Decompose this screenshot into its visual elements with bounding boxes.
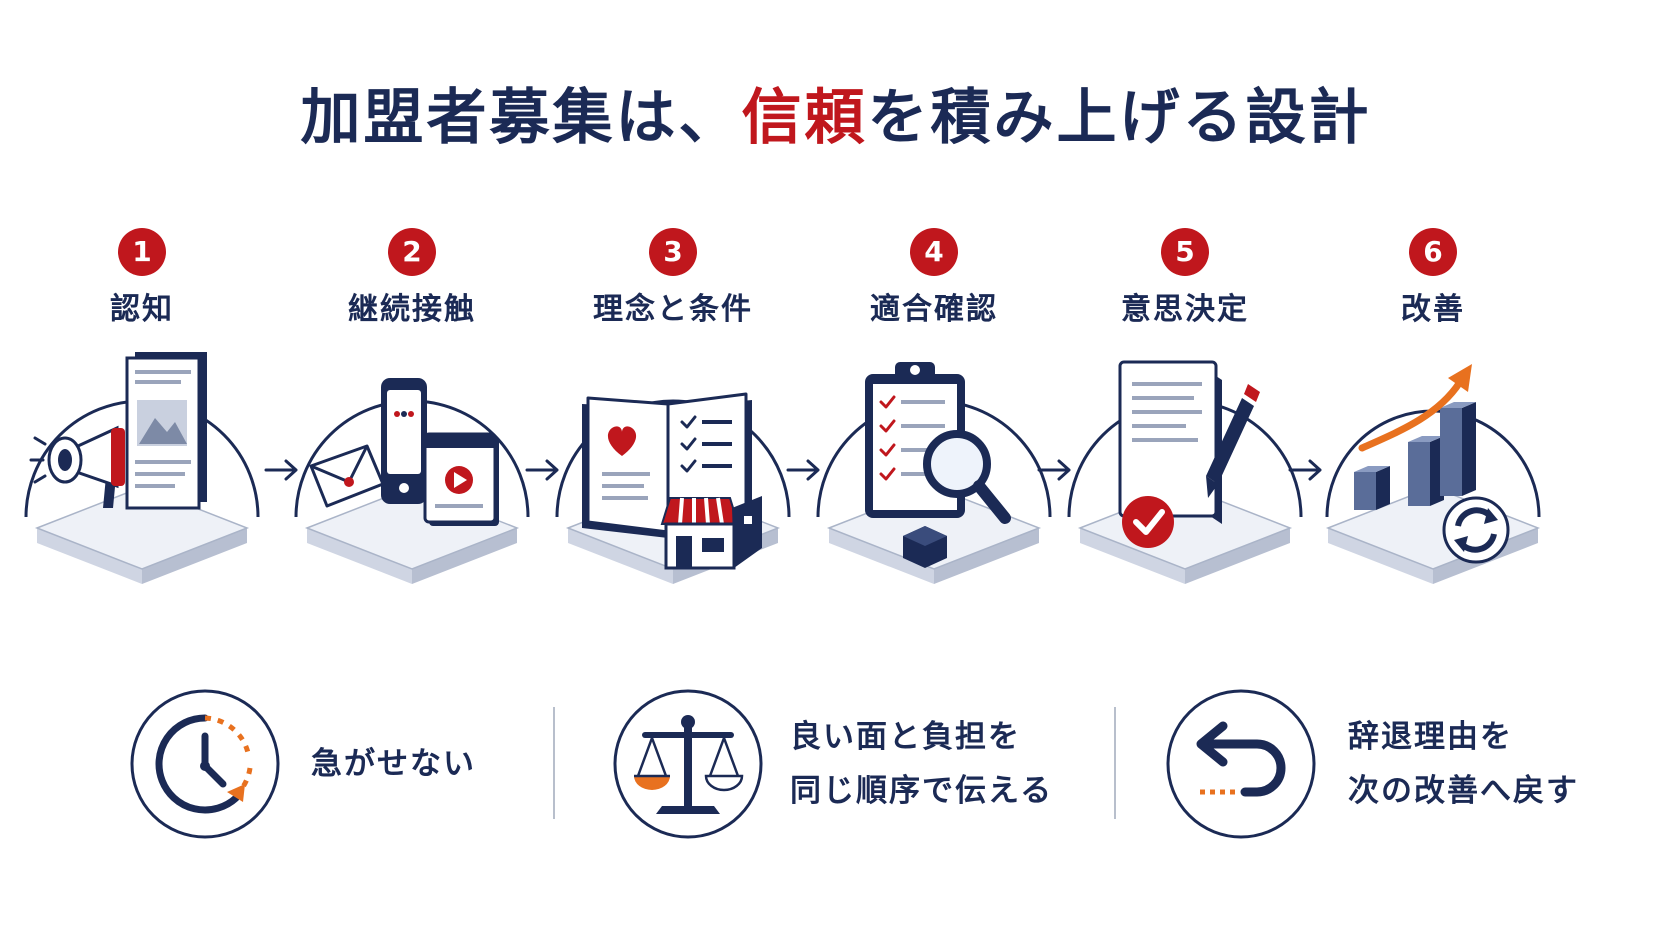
step-label: 意思決定 bbox=[1121, 292, 1249, 327]
principle-no-rush: 急がせない bbox=[129, 688, 489, 848]
title-accent: 信頼 bbox=[741, 83, 868, 153]
principle-text: 良い面と負担を 同じ順序で伝える bbox=[790, 688, 1053, 840]
principle-text: 辞退理由を 次の改善へ戻す bbox=[1348, 688, 1579, 840]
open-book-store-icon bbox=[555, 392, 791, 584]
principle-line: 良い面と負担を bbox=[790, 719, 1021, 755]
flow-arrow-icon bbox=[264, 459, 298, 481]
title-suffix: を積み上げる設計 bbox=[867, 83, 1372, 153]
principle-line: 次の改善へ戻す bbox=[1348, 773, 1579, 809]
step-number-badge: 1 bbox=[118, 228, 166, 276]
flow-arrow-icon bbox=[1288, 459, 1322, 481]
step-number-badge: 2 bbox=[388, 228, 436, 276]
step-number-badge: 5 bbox=[1161, 228, 1209, 276]
principle-text: 急がせない bbox=[311, 688, 476, 840]
title-prefix: 加盟者募集は、 bbox=[300, 83, 742, 153]
megaphone-poster-icon bbox=[24, 352, 260, 584]
principle-line: 急がせない bbox=[311, 746, 476, 782]
step-label: 理念と条件 bbox=[593, 292, 753, 327]
principle-line: 同じ順序で伝える bbox=[790, 773, 1054, 809]
multichannel-contact-icon bbox=[294, 378, 530, 584]
principle-line: 辞退理由を bbox=[1348, 719, 1513, 755]
contract-pen-icon bbox=[1067, 360, 1303, 584]
divider bbox=[1114, 707, 1116, 819]
step-number-badge: 6 bbox=[1409, 228, 1457, 276]
step-label: 適合確認 bbox=[870, 292, 998, 327]
clipboard-magnifier-icon bbox=[816, 362, 1052, 584]
divider bbox=[553, 707, 555, 819]
step-label: 改善 bbox=[1401, 292, 1465, 327]
step-label: 継続接触 bbox=[348, 292, 476, 327]
step-number-badge: 3 bbox=[649, 228, 697, 276]
scale-icon bbox=[613, 689, 763, 839]
flow-arrow-icon bbox=[786, 459, 820, 481]
clock-icon bbox=[130, 689, 280, 839]
page-title: 加盟者募集は、信頼を積み上げる設計 bbox=[0, 78, 1672, 158]
principle-feedback-loop: 辞退理由を 次の改善へ戻す bbox=[1165, 688, 1635, 848]
growth-chart-cycle-icon bbox=[1325, 364, 1541, 584]
step-number-badge: 4 bbox=[910, 228, 958, 276]
principle-balanced-explanation: 良い面と負担を 同じ順序で伝える bbox=[612, 688, 1072, 848]
return-arrow-icon bbox=[1166, 689, 1316, 839]
flow-arrow-icon bbox=[1037, 459, 1071, 481]
step-label: 認知 bbox=[110, 292, 174, 327]
flow-arrow-icon bbox=[525, 459, 559, 481]
